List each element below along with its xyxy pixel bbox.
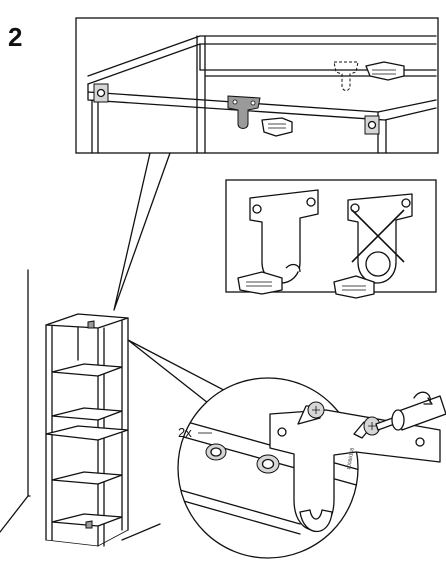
- screw-head-icon: [256, 454, 280, 474]
- pointing-hand-icon: [333, 275, 375, 299]
- screw-icon: [353, 416, 381, 439]
- corner-bracket-right: [364, 115, 380, 135]
- hook-ghost-dashed: [333, 61, 359, 91]
- hook-correct: [237, 189, 319, 295]
- pointing-hand-icon: [261, 117, 293, 137]
- part-code-label: 10086108: [346, 447, 356, 470]
- screw-head-icon: [205, 443, 227, 461]
- cross-mark-icon: [351, 209, 405, 263]
- pointing-hand-icon: [365, 61, 405, 81]
- room-corner: [0, 269, 161, 541]
- shelf-unit: [45, 313, 129, 547]
- screwdriver-icon: [375, 391, 446, 431]
- callout-pointer: [113, 152, 171, 311]
- top-frame-detail-panel: [75, 17, 439, 154]
- step-number: 2: [8, 22, 23, 52]
- hook-orientation-panel: [225, 179, 437, 299]
- screw-quantity-label: 2x: [178, 425, 192, 440]
- screw-icon: [297, 401, 325, 425]
- hook-detail: [269, 409, 441, 532]
- hook-mounted: [227, 95, 261, 129]
- corner-bracket-left: [93, 83, 109, 103]
- pointing-hand-icon: [237, 271, 283, 295]
- hook-incorrect: [333, 193, 413, 299]
